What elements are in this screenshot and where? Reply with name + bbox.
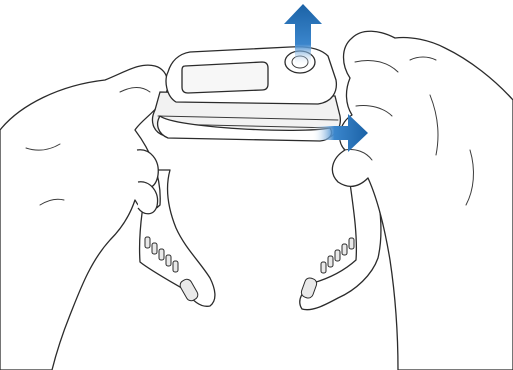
- right-arrow-icon: [312, 114, 368, 152]
- right-band-strap: [299, 167, 382, 311]
- up-arrow-icon: [284, 4, 322, 66]
- tracker-device: [151, 46, 341, 142]
- right-hand: [331, 30, 513, 370]
- device-display: [181, 61, 269, 94]
- left-hand: [0, 64, 169, 370]
